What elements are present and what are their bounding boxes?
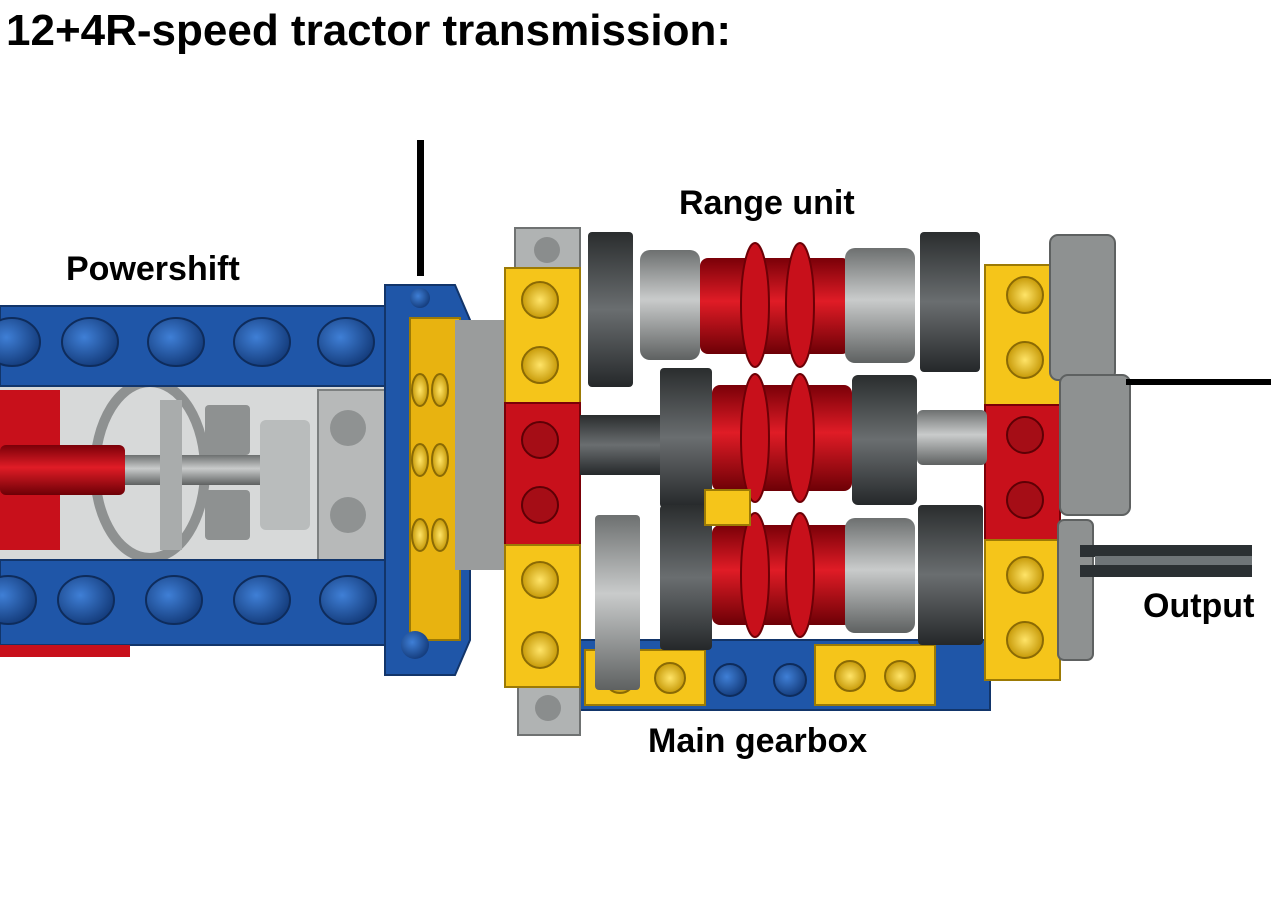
red-axle-joiner <box>0 445 125 495</box>
page-title: 12+4R-speed tractor transmission: <box>6 6 732 55</box>
output-label: Output <box>1143 587 1255 625</box>
shaft-row-middle <box>580 368 987 508</box>
output-marker-line <box>1126 379 1271 385</box>
output-axle <box>1080 545 1252 557</box>
range-unit-label: Range unit <box>679 184 855 222</box>
powershift-label: Powershift <box>66 250 240 288</box>
gearbox-assembly <box>455 227 1252 736</box>
planet-shaft <box>110 455 280 485</box>
section-divider-line <box>417 140 424 276</box>
shaft-row-top <box>588 232 980 387</box>
output-gears <box>1049 234 1131 661</box>
main-gearbox-label: Main gearbox <box>648 722 868 760</box>
powershift-assembly <box>0 284 471 676</box>
shaft-row-bottom <box>595 489 983 690</box>
